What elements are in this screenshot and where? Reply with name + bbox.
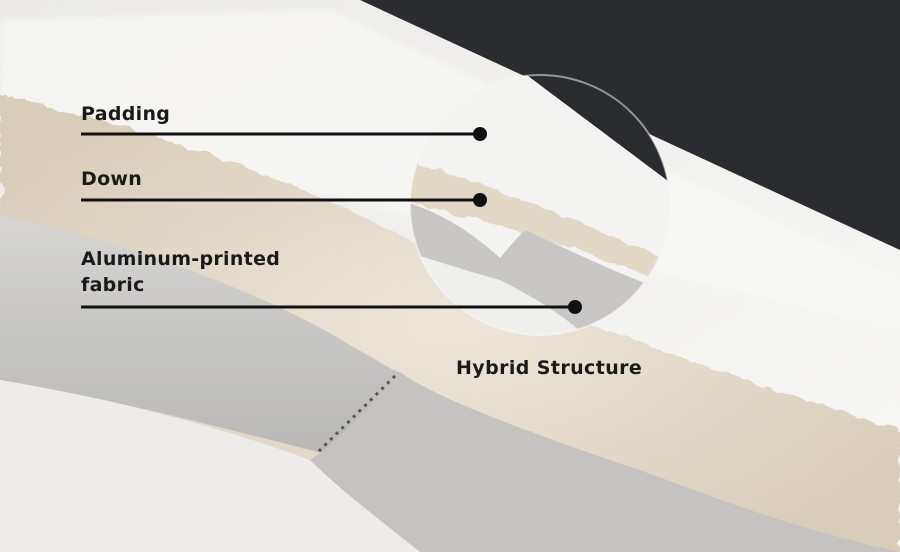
- aluminum-fabric-lower: [310, 372, 900, 552]
- padding-leader-dot: [473, 127, 487, 141]
- aluminum-fabric-label: Aluminum-printed fabric: [81, 248, 281, 296]
- aluminum-fabric-upper: [0, 215, 400, 455]
- padding-label: Padding: [81, 103, 171, 125]
- aluminum-leader-dot: [568, 300, 582, 314]
- down-label: Down: [81, 168, 143, 190]
- down-leader-dot: [473, 193, 487, 207]
- magnified-detail-circle: [410, 75, 670, 335]
- magnified-circle-outline: [409, 74, 671, 336]
- background-floor: [0, 380, 420, 552]
- seam-stitch: [316, 374, 397, 454]
- hybrid-structure-caption: Hybrid Structure: [456, 357, 643, 379]
